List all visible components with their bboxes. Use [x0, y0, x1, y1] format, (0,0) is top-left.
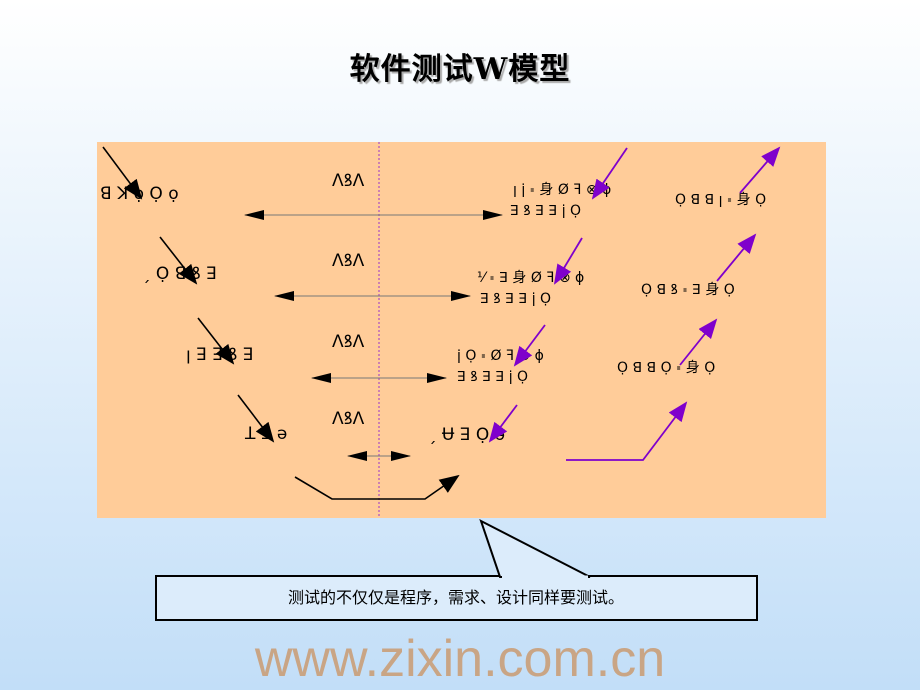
row-1: ꓭ ꓘ ọ Ọ ọ ɅꝸɅ ꞁ ꞁ̇ ꞊ 身 Ø ꟻ ⊗ ϕ ꓱ ꝸ ꓱ ꓱ ꞁ… [100, 171, 766, 219]
row-label-right: ˏ Ʉ ꓱ Ọ ə [428, 425, 505, 445]
row-label-far-right: Ọ ꓭ ꓭ ꞁ ꞊ 身 Ọ [675, 192, 766, 208]
horizontal-arrows [244, 210, 503, 461]
row-label-left: ꞁ ꓱ ꓱ ꝸ ꓱ [186, 345, 254, 365]
callout-pointer [479, 518, 591, 578]
bottom-connector-arrow [294, 474, 460, 500]
row-label-center: ɅꝸɅ [332, 332, 365, 352]
row-label-far-right: Ọ ꓭ ꝸ ꞊ ꓱ 身 Ọ [641, 282, 735, 298]
left-arrows [102, 146, 275, 443]
arrow [739, 146, 781, 194]
arrow [102, 146, 143, 200]
arrow [197, 317, 235, 365]
row-label-right: ⅟ ꞊ ꓱ 身 Ø ꟻ ⊗ ϕ [477, 270, 584, 286]
arrow [716, 233, 757, 282]
callout: 测试的不仅仅是程序，需求、设计同样要测试。 [155, 518, 758, 621]
row-label-left: ꓭ ꓘ ọ Ọ ọ [100, 184, 179, 204]
row-label-center: ɅꝸɅ [332, 251, 365, 271]
arrow [237, 394, 275, 443]
row-label-left: ˏ Ọ ꓭ ꝸ ꓱ [142, 264, 217, 284]
row-label-right-2: ꓱ ꝸ ꓱ ꓱ ꞁ̇ Ọ [510, 203, 581, 219]
arrow [553, 237, 583, 285]
callout-text: 测试的不仅仅是程序，需求、设计同样要测试。 [288, 588, 624, 607]
row-4: ꓕ ꓱ ə ɅꝸɅ ˏ Ʉ ꓱ Ọ ə [244, 409, 505, 445]
row-3: ꞁ ꓱ ꓱ ꝸ ꓱ ɅꝸɅ ꞁ̇ Ọ ꞊ Ø ꟻ ⊗ ϕ ꓱ ꝸ ꓱ ꓱ ꞁ̇ … [186, 332, 715, 385]
row-label-far-right: Ọ ꓭ ꓭ Ọ ꞊ 身 Ọ [617, 360, 715, 376]
row-label-right: ꞁ ꞁ̇ ꞊ 身 Ø ꟻ ⊗ ϕ [513, 182, 611, 198]
slide-title: 软件测试W模型 [349, 52, 571, 87]
row-label-right-2: ꓱ ꝸ ꓱ ꓱ ꞁ̇ Ọ [457, 369, 528, 385]
row-label-right-2: ꓱ ꝸ ꓱ ꓱ ꞁ̇ Ọ [480, 291, 551, 307]
arrow [591, 147, 628, 200]
arrow [488, 404, 518, 443]
purple-arrows [488, 146, 781, 461]
row-label-center: ɅꝸɅ [332, 409, 365, 429]
row-label-right: ꞁ̇ Ọ ꞊ Ø ꟻ ⊗ ϕ [457, 348, 544, 364]
row-label-center: ɅꝸɅ [332, 171, 365, 191]
row-label-left: ꓕ ꓱ ə [244, 424, 287, 444]
callout-box [155, 575, 758, 621]
row-2: ˏ Ọ ꓭ ꝸ ꓱ ɅꝸɅ ⅟ ꞊ ꓱ 身 Ø ꟻ ⊗ ϕ ꓱ ꝸ ꓱ ꓱ ꞁ̇… [142, 251, 735, 307]
arrow [679, 318, 718, 366]
arrow [159, 236, 198, 285]
arrow [513, 324, 546, 367]
watermark: www.zixin.com.cn [254, 630, 665, 688]
arrow [566, 401, 688, 461]
